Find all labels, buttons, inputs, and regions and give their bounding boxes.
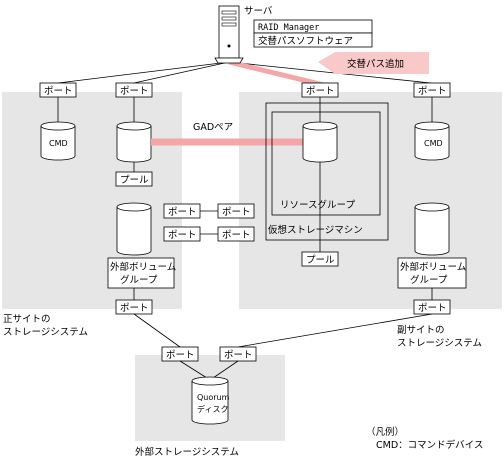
alt-path-callout-label: 交替パス追加	[347, 58, 404, 70]
server-icon	[214, 5, 244, 64]
link-port-1b: ポート	[222, 207, 251, 218]
primary-site-label-line1: 正サイトの	[3, 314, 51, 325]
secondary-pool-label: プール	[306, 255, 335, 266]
primary-ext-port: ポート	[120, 303, 149, 314]
primary-site-label-line2: ストレージシステム	[3, 327, 88, 338]
legend-title: （凡例）	[366, 426, 404, 438]
secondary-external-volume-icon	[414, 202, 450, 256]
primary-port-1: ポート	[44, 86, 73, 97]
resource-group-box	[271, 111, 381, 216]
link-port-1a: ポート	[168, 207, 197, 218]
alt-path-highlight	[228, 59, 329, 89]
quorum-label-line2: ディスク	[197, 404, 228, 414]
secondary-cmd-volume-icon	[414, 121, 450, 161]
primary-gad-volume-icon	[116, 121, 152, 163]
gad-pair-label: GADペア	[193, 122, 233, 133]
alt-path-software-label: 交替パスソフトウェア	[258, 35, 353, 47]
primary-cmd-volume-icon	[40, 121, 76, 161]
quorum-disk-icon	[191, 376, 229, 425]
primary-cmd-label: CMD	[49, 139, 68, 148]
secondary-site-label-line1: 副サイトの	[397, 325, 445, 336]
quorum-label-line1: Quorum	[197, 393, 230, 402]
virtual-storage-machine-box	[265, 102, 389, 241]
link-port-2a: ポート	[168, 230, 197, 241]
secondary-cmd-label: CMD	[424, 139, 443, 148]
secondary-site-label-line2: ストレージシステム	[397, 338, 482, 349]
secondary-ext-vg-line1: 外部ボリューム	[400, 261, 466, 273]
primary-external-volume-icon	[116, 202, 152, 256]
resource-group-label: リソースグループ	[280, 199, 355, 211]
secondary-ext-vg-line2: グループ	[410, 274, 448, 286]
virtual-storage-machine-label: 仮想ストレージマシン	[268, 224, 363, 236]
external-storage-label: 外部ストレージシステム	[135, 446, 239, 458]
legend-entry: CMD：コマンドデバイス	[376, 439, 483, 451]
secondary-port-1: ポート	[306, 86, 335, 97]
secondary-gad-volume-icon	[302, 121, 338, 163]
raid-manager-label: RAID Manager	[258, 23, 319, 33]
alt-path-callout	[318, 52, 429, 74]
secondary-ext-port: ポート	[418, 303, 447, 314]
external-port-1: ポート	[166, 350, 195, 361]
primary-ext-vg-line2: グループ	[120, 274, 158, 286]
primary-ext-vg-line1: 外部ボリューム	[110, 261, 176, 273]
primary-port-2: ポート	[120, 86, 149, 97]
primary-pool-label: プール	[120, 175, 149, 186]
external-port-2: ポート	[224, 350, 253, 361]
link-port-2b: ポート	[222, 230, 251, 241]
secondary-port-2: ポート	[418, 86, 447, 97]
server-label: サーバ	[244, 6, 273, 17]
